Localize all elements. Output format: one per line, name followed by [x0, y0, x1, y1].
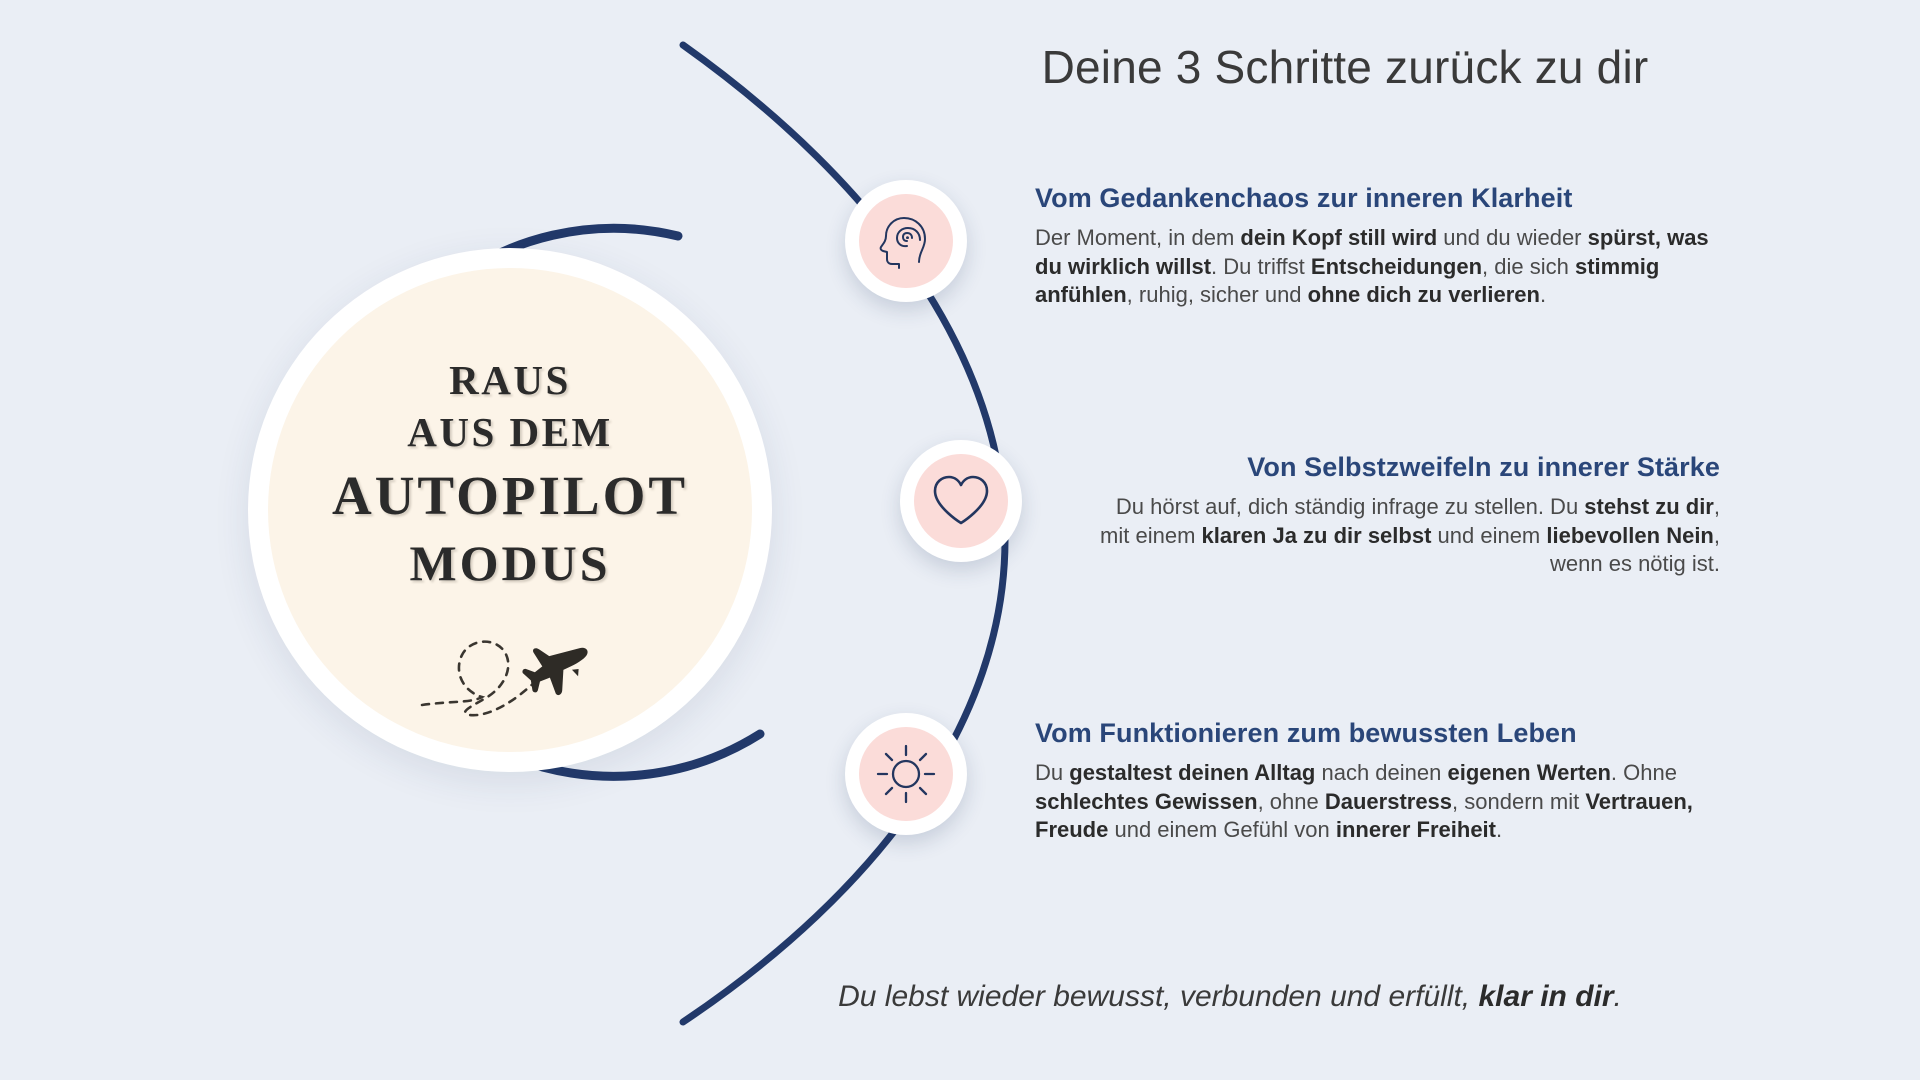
page-title: Deine 3 Schritte zurück zu dir — [1041, 41, 1649, 93]
emblem-disc: RAUS AUS DEM AUTOPILOT MODUS — [248, 248, 772, 772]
badge-inner-circle — [859, 194, 953, 288]
step-3-heading: Vom Funktionieren zum bewussten Leben — [1035, 718, 1577, 748]
step-1-body: Der Moment, in dem dein Kopf still wird … — [1035, 225, 1709, 308]
badge-inner-circle — [859, 727, 953, 821]
step-1-heading: Vom Gedankenchaos zur inneren Klarheit — [1035, 183, 1573, 213]
step-2-text: Von Selbstzweifeln zu innerer Stärke Du … — [1090, 452, 1720, 579]
footer-statement: Du lebst wieder bewusst, verbunden und e… — [838, 980, 1622, 1013]
emblem-inner-circle: RAUS AUS DEM AUTOPILOT MODUS — [268, 268, 752, 752]
step-3-text: Vom Funktionieren zum bewussten Leben Du… — [1035, 718, 1735, 845]
head-spiral-icon — [879, 217, 926, 269]
step-2-badge — [900, 440, 1022, 562]
step-2-body: Du hörst auf, dich ständig infrage zu st… — [1100, 494, 1720, 577]
step-3-badge — [845, 713, 967, 835]
emblem-line-2: AUS DEM — [407, 409, 613, 456]
emblem-line-3: AUTOPILOT — [331, 464, 689, 526]
autopilot-emblem: RAUS AUS DEM AUTOPILOT MODUS — [200, 200, 820, 820]
step-1-text: Vom Gedankenchaos zur inneren Klarheit D… — [1035, 183, 1735, 310]
emblem-line-1: RAUS — [449, 357, 571, 403]
badge-inner-circle — [914, 454, 1008, 548]
step-1-badge — [845, 180, 967, 302]
heart-outline-icon — [933, 475, 989, 525]
sun-outline-icon — [876, 744, 936, 804]
step-2-heading: Von Selbstzweifeln zu innerer Stärke — [1247, 452, 1720, 482]
airplane-dashed-path-icon — [410, 613, 610, 723]
step-3-body: Du gestaltest deinen Alltag nach deinen … — [1035, 760, 1693, 843]
emblem-line-4: MODUS — [409, 535, 611, 592]
